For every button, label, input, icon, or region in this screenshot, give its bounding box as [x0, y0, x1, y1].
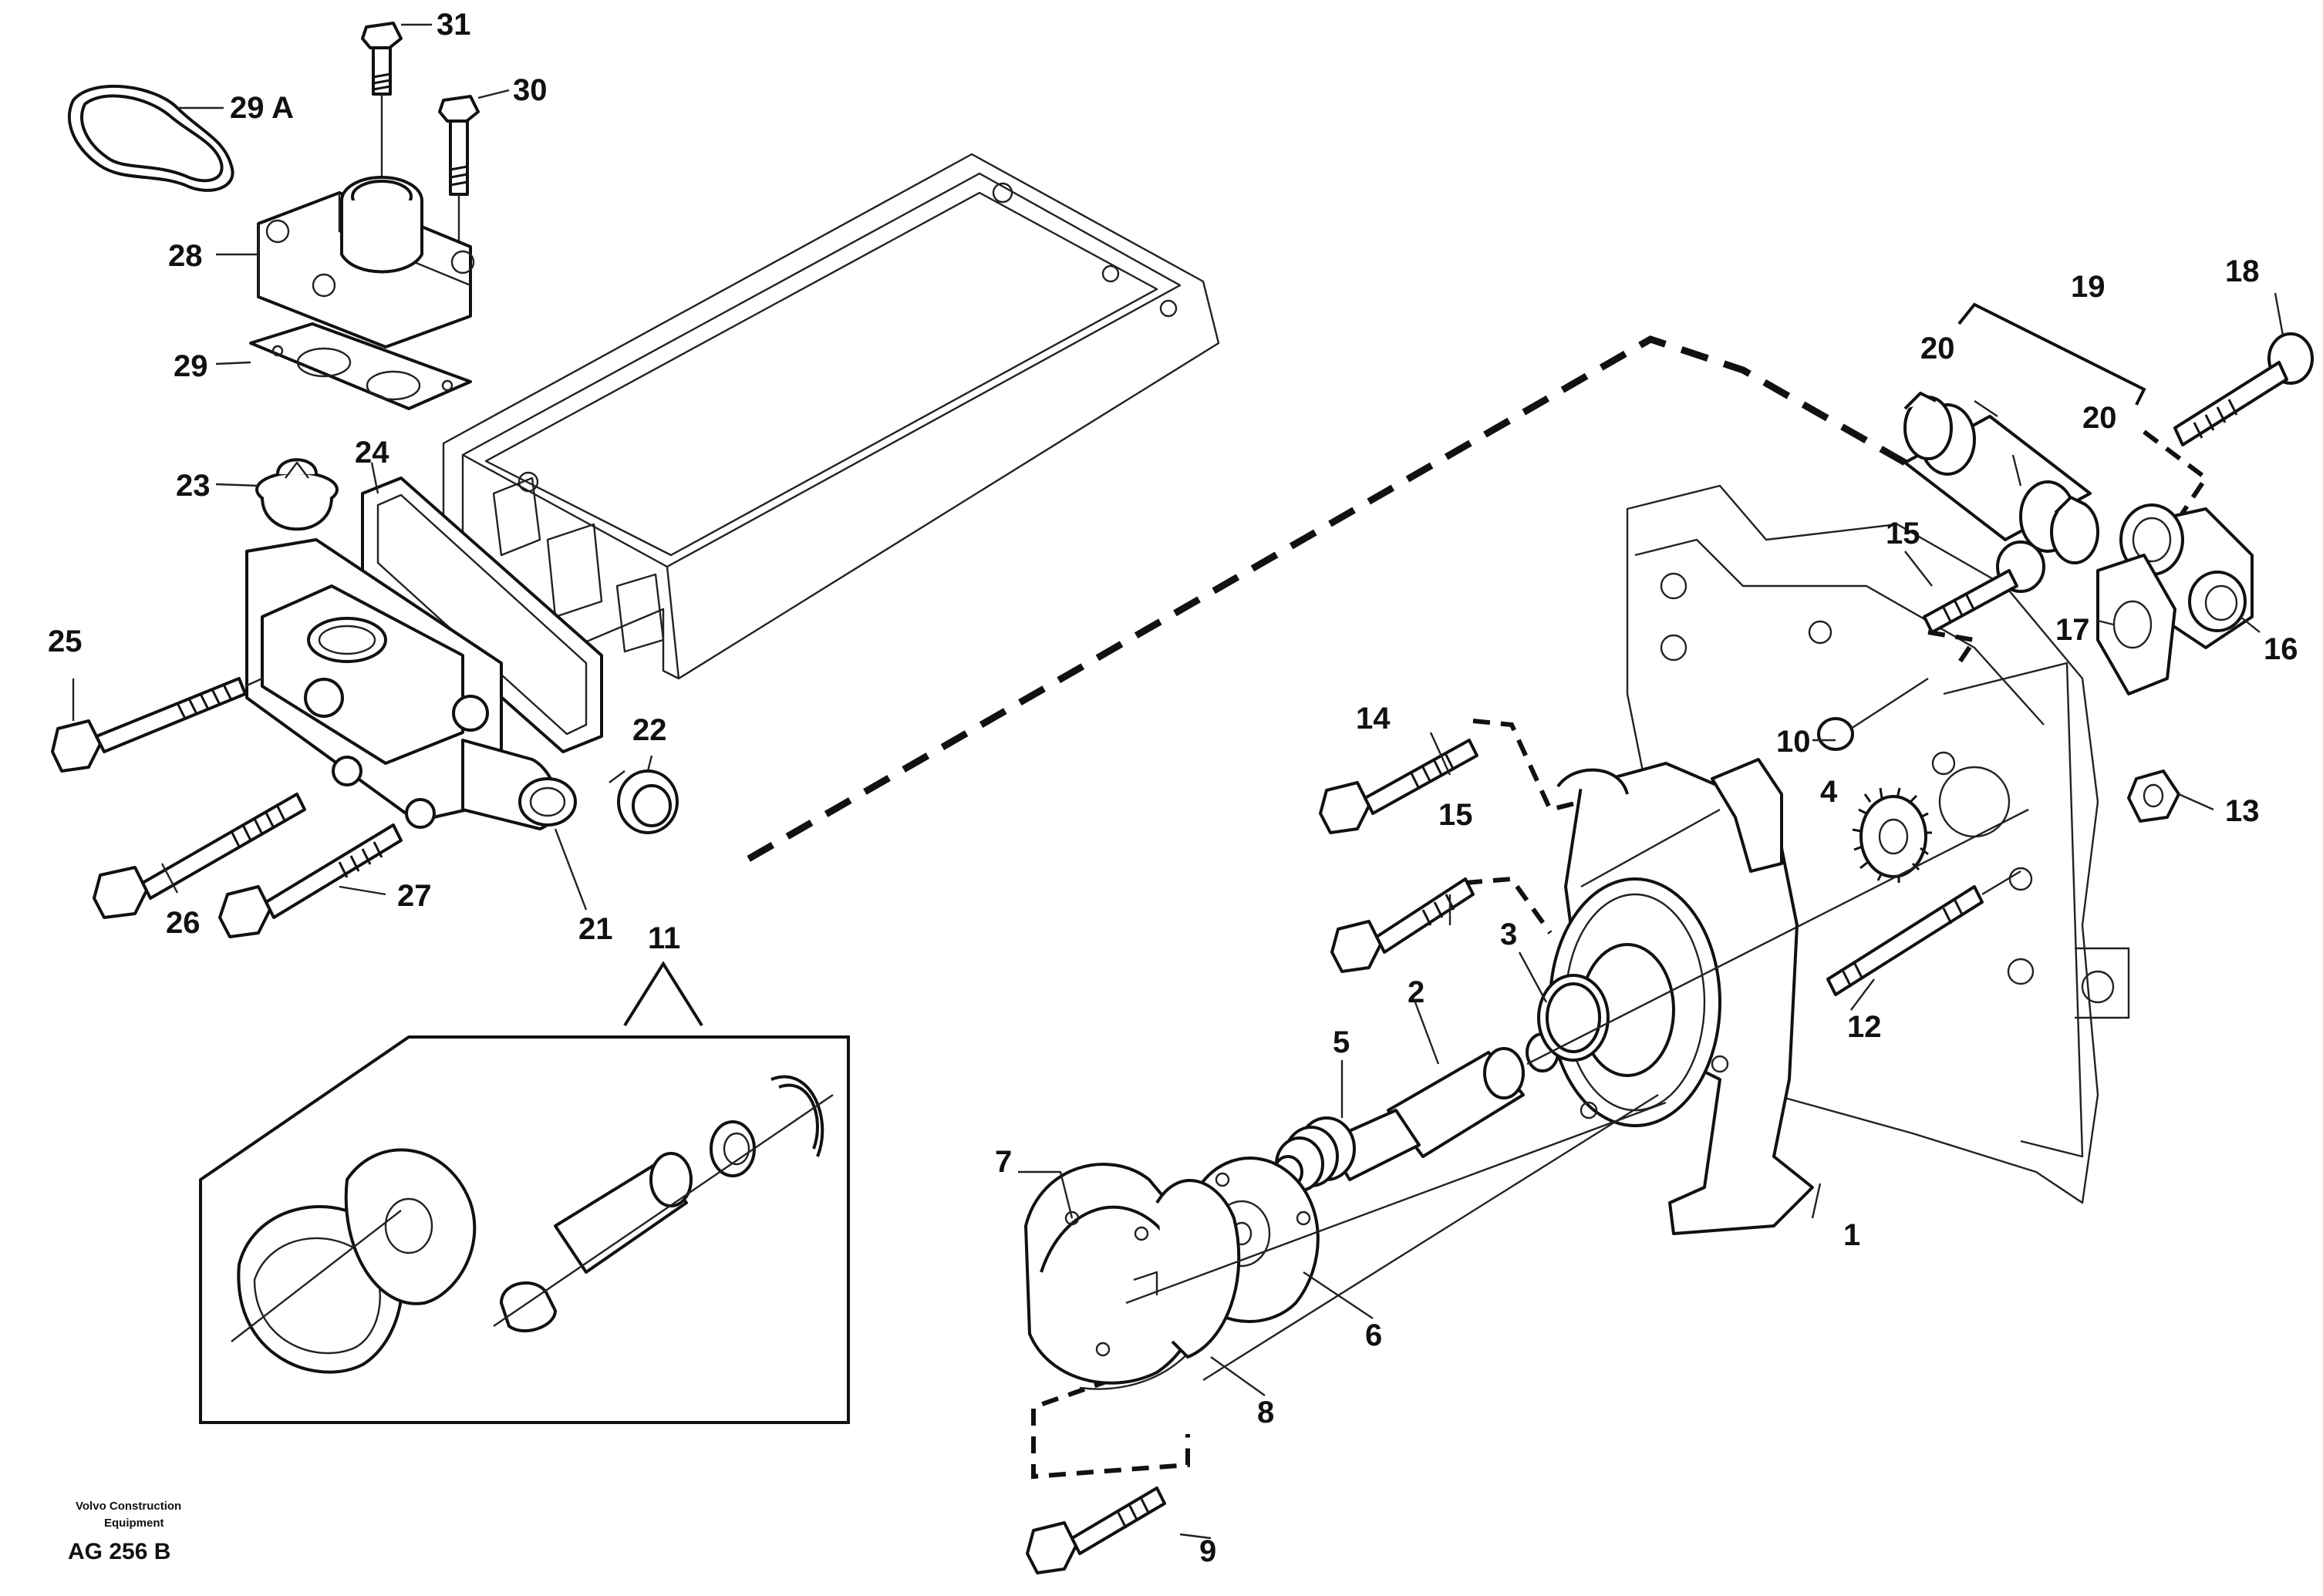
water-pump-housing-1: [1549, 758, 1814, 1235]
bolt-9: [1026, 1487, 1166, 1574]
callout-14: 14: [1356, 702, 1391, 736]
bolt-26: [93, 793, 306, 919]
leader-lines: [72, 23, 2284, 1540]
callout-28: 28: [168, 239, 203, 273]
callout-13: 13: [2225, 794, 2260, 828]
brand-line-2: Equipment: [104, 1517, 164, 1530]
brand-line-1: Volvo Construction: [76, 1500, 181, 1513]
bolt-30: [438, 95, 480, 254]
bolt-14-route: [1472, 719, 1582, 813]
bolt-14: [1319, 739, 1478, 834]
coolant-pipe-route: [738, 335, 1907, 867]
callout-11: 11: [648, 921, 680, 955]
callout-21: 21: [578, 912, 613, 946]
callout-6: 6: [1365, 1318, 1382, 1352]
bolt-31: [361, 22, 403, 177]
o-ring-10: [1817, 717, 1854, 751]
callout-26: 26: [166, 906, 201, 940]
callout-3: 3: [1500, 918, 1517, 951]
bolt-25: [51, 677, 263, 773]
callout-24: 24: [355, 436, 389, 470]
callout-4: 4: [1820, 775, 1838, 809]
repair-kit-box-11: [199, 961, 850, 1424]
thermostat-housing: [245, 538, 577, 830]
callout-27: 27: [397, 879, 432, 913]
callout-20b: 20: [2082, 401, 2117, 435]
o-ring-10-axis: [1850, 677, 1929, 730]
callout-12: 12: [1847, 1010, 1882, 1044]
callout-15b: 15: [1438, 798, 1473, 832]
bolt-9-route: [1031, 1378, 1190, 1480]
callout-16: 16: [2264, 632, 2298, 666]
callout-25: 25: [48, 625, 83, 658]
thermostat-23: [255, 458, 339, 531]
gasket-17: [2096, 554, 2176, 695]
stud-12: [1826, 870, 2021, 996]
bolt-15-upper: [1923, 540, 2045, 634]
shaft-2: [1325, 1032, 1559, 1181]
hose-clamp-20b: [2050, 496, 2099, 564]
callout-22: 22: [632, 713, 667, 747]
cylinder-head: [442, 153, 1220, 695]
o-ring-3: [1537, 974, 1610, 1062]
bolt-15-lower: [1330, 877, 1475, 973]
callout-29: 29: [174, 349, 208, 383]
callout-31: 31: [437, 8, 471, 42]
bolt-18: [2173, 332, 2314, 446]
thermostat-cover-28: [257, 176, 475, 348]
pump-axis-line: [1125, 1101, 1667, 1305]
nut-13: [2127, 769, 2180, 823]
timing-cover: [1626, 484, 2130, 1204]
callout-20a: 20: [1920, 332, 1955, 365]
pump-axis-line-2: [1202, 1093, 1659, 1382]
bolt-16-route: [2143, 429, 2210, 526]
callout-2: 2: [1408, 975, 1424, 1009]
pump-axis-line-3: [1526, 808, 2029, 1066]
gasket-29: [249, 322, 472, 410]
callout-30: 30: [513, 73, 548, 107]
hose-clamp-20a: [1903, 392, 1953, 460]
callout-15a: 15: [1886, 517, 1920, 551]
callout-18: 18: [2225, 254, 2260, 288]
callout-23: 23: [176, 469, 211, 503]
plug-22: [609, 769, 679, 834]
callout-10: 10: [1776, 725, 1811, 759]
bolt-27: [218, 823, 403, 938]
o-ring-29a: [68, 84, 234, 192]
callout-labels: 31 30 29 A 28 29 24 23 25 22 26 27 21 11…: [48, 8, 2298, 1568]
callout-19: 19: [2071, 270, 2106, 304]
gasket-8: [1155, 1179, 1241, 1359]
drawing-reference: AG 256 B: [68, 1539, 170, 1564]
callout-8: 8: [1257, 1396, 1274, 1429]
seal-5: [1273, 1116, 1356, 1192]
callout-7: 7: [995, 1145, 1012, 1179]
callout-17: 17: [2055, 613, 2090, 647]
footer-block: Volvo Construction Equipment AG 256 B: [68, 1500, 181, 1564]
bolt-15b-route: [1465, 876, 1553, 934]
callout-1: 1: [1843, 1218, 1860, 1252]
callout-5: 5: [1333, 1025, 1350, 1059]
gear-4: [1852, 787, 1932, 883]
callout-29a: 29 A: [230, 91, 294, 125]
callout-9: 9: [1199, 1534, 1216, 1568]
bolt-15-route: [1927, 630, 1979, 665]
